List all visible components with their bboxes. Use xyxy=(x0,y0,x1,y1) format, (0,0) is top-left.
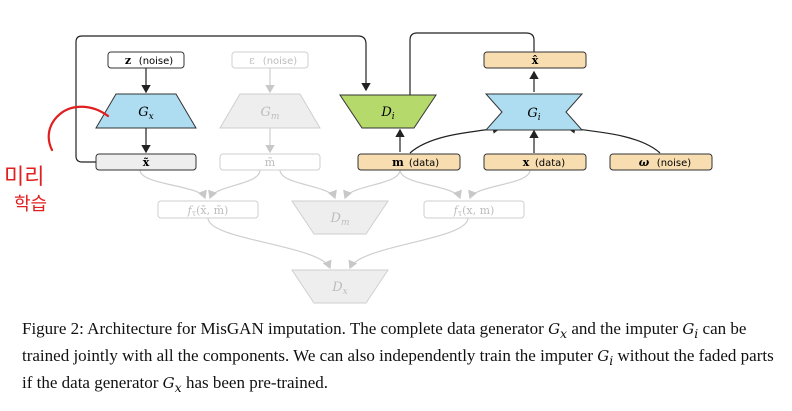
dx-label: D xyxy=(331,280,343,295)
annotation-line2: 학습 xyxy=(14,194,47,215)
gi-imputer: Gi xyxy=(484,93,584,131)
gx-label: G xyxy=(138,105,148,120)
f1-sub: τ xyxy=(192,209,197,218)
z-note: (noise) xyxy=(139,56,173,67)
svg-text:Gi: Gi xyxy=(527,106,540,123)
omega-noise-box: ω (noise) xyxy=(609,153,713,171)
svg-text:fτ(x̃, m̃): fτ(x̃, m̃) xyxy=(187,204,229,218)
svg-text:Gx: Gx xyxy=(138,105,153,122)
gi-sub: i xyxy=(538,113,541,123)
xtilde-symbol: x̃ xyxy=(143,156,150,169)
svg-text:Dm: Dm xyxy=(330,211,350,228)
svg-text:Gm: Gm xyxy=(261,105,280,122)
annotation-line1: 미리 xyxy=(4,165,44,190)
caption-part4: without the faded parts if the data gene… xyxy=(22,346,774,392)
di-label: D xyxy=(380,105,392,120)
f-tau-generated-box: fτ(x̃, m̃) xyxy=(157,200,259,219)
xhat-symbol: x̂ xyxy=(532,54,539,67)
z-symbol: z xyxy=(125,54,131,67)
caption-gx-sub: x xyxy=(560,326,568,341)
svg-text:Dx: Dx xyxy=(331,280,348,297)
caption-part2: and the imputer xyxy=(567,319,683,338)
f2-args: (x, m) xyxy=(462,204,494,217)
di-sub: i xyxy=(392,112,395,122)
x-data-box: x (data) xyxy=(483,153,587,171)
svg-text:Di: Di xyxy=(380,105,394,122)
caption-gx-sub-2: x xyxy=(174,380,182,395)
caption-prefix: Figure 2: Architecture for MisGAN imputa… xyxy=(22,319,549,338)
faded-edges xyxy=(139,68,531,270)
mtilde-box: m̃ xyxy=(219,153,321,171)
gx-generator: Gx xyxy=(95,93,197,129)
f1-label: f xyxy=(187,204,194,217)
mtilde-symbol: m̃ xyxy=(265,156,276,169)
xtilde-box: x̃ xyxy=(95,153,197,171)
omega-note: (noise) xyxy=(657,158,691,169)
eps-note: (noise) xyxy=(263,56,297,67)
x-note: (data) xyxy=(535,158,565,169)
z-noise-box: z (noise) xyxy=(107,51,185,69)
gm-generator: Gm xyxy=(219,93,321,129)
dm-label: D xyxy=(330,211,342,226)
eps-noise-box: ε (noise) xyxy=(231,51,309,69)
f1-args: (x̃, m̃) xyxy=(196,204,228,217)
svg-text:fτ(x, m): fτ(x, m) xyxy=(453,204,495,218)
gm-sub: m xyxy=(271,112,280,122)
figure-caption: Figure 2: Architecture for MisGAN imputa… xyxy=(22,318,777,399)
f-tau-real-box: fτ(x, m) xyxy=(423,200,525,219)
gi-label: G xyxy=(527,106,537,121)
architecture-diagram: z (noise) ε (noise) Gx Gm Di x̂ Gi x̃ m̃ xyxy=(4,32,713,304)
caption-gi-var-2: G xyxy=(597,347,610,365)
caption-part3: can be trained jointly with all the comp… xyxy=(22,319,747,365)
eps-symbol: ε xyxy=(249,54,255,67)
gx-sub: x xyxy=(149,112,154,122)
dx-discriminator: Dx xyxy=(291,269,389,304)
dm-sub: m xyxy=(341,218,350,228)
f2-sub: τ xyxy=(458,209,463,218)
dm-discriminator: Dm xyxy=(291,200,389,235)
caption-gi-var: G xyxy=(682,320,695,338)
m-symbol: m xyxy=(392,156,404,169)
dx-sub: x xyxy=(343,287,348,297)
m-note: (data) xyxy=(409,158,439,169)
caption-gx-var: G xyxy=(548,320,561,338)
caption-gi-sub-2: i xyxy=(609,353,614,368)
x-symbol: x xyxy=(523,156,530,169)
caption-gx-var-2: G xyxy=(162,374,175,392)
caption-part5: has been pre-trained. xyxy=(181,373,329,392)
handwritten-annotation: 미리 학습 xyxy=(4,105,110,215)
omega-symbol: ω xyxy=(639,156,650,169)
caption-gi-sub: i xyxy=(694,326,699,341)
f2-label: f xyxy=(453,204,460,217)
m-data-box: m (data) xyxy=(357,153,461,171)
xhat-box: x̂ xyxy=(483,51,587,69)
gm-label: G xyxy=(261,105,271,120)
di-discriminator: Di xyxy=(339,94,437,129)
